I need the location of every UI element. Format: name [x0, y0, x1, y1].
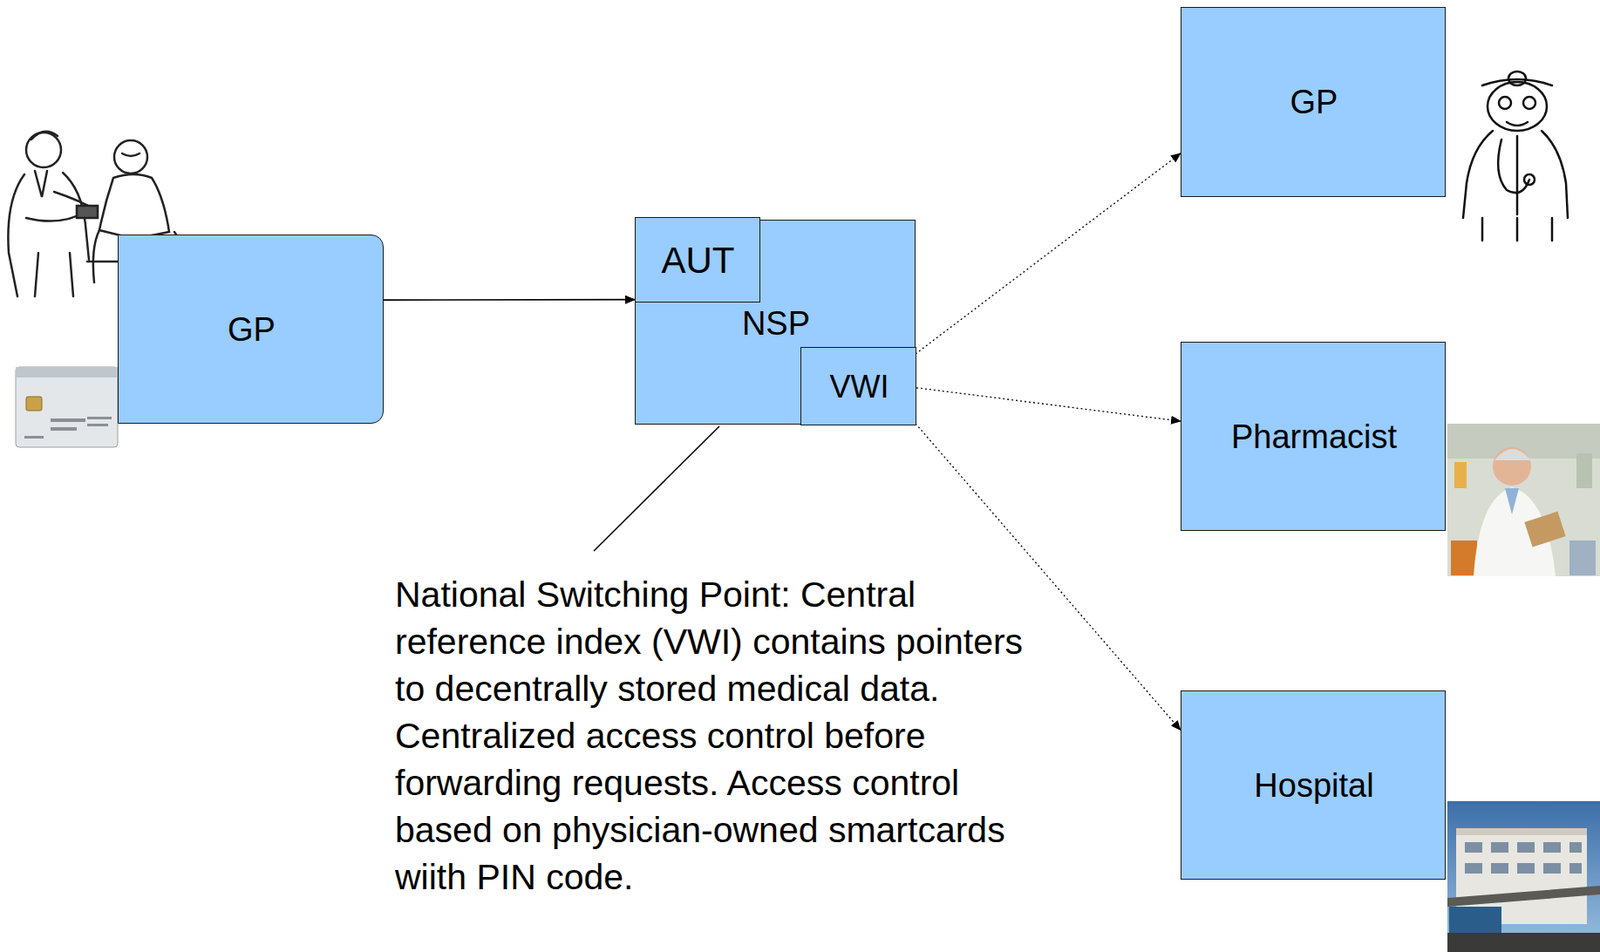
pharmacist-photo-part [1492, 447, 1532, 486]
doctor-cartoon-part [1482, 217, 1553, 241]
pharmacist-photo-part [1450, 540, 1478, 576]
doctor-cartoon [1447, 45, 1570, 246]
consultation-sketch-part [99, 174, 170, 239]
pharmacist-photo-part [1454, 462, 1467, 489]
doctor-cartoon-part [1541, 130, 1568, 218]
gp-box: GP [1180, 6, 1446, 198]
doctor-cartoon-part [1463, 130, 1493, 218]
doctor-cartoon-part [1506, 122, 1528, 126]
hospital-photo-part [1517, 863, 1535, 874]
switching-point-box: NSPAUT VWI [634, 219, 916, 425]
consultation-sketch-part [31, 131, 58, 140]
hospital-photo-part [1447, 932, 1600, 952]
box-label: Pharmacist [1231, 418, 1397, 457]
hospital-photo-part [1569, 842, 1582, 853]
hospital-photo-part [1456, 828, 1587, 836]
doctor-cartoon-part [1523, 96, 1536, 109]
gp-box: GP [117, 234, 384, 424]
hospital-photo-part [1464, 842, 1483, 853]
pharmacist-photo-part [1504, 488, 1519, 515]
box-label: NSP [742, 305, 811, 344]
pharmacist-photo-part [1524, 511, 1566, 548]
pharmacist-photo-part [1569, 540, 1596, 576]
smartcard-photo-part [15, 367, 118, 378]
doctor-cartoon-part [1497, 139, 1530, 193]
pharmacist-photo-part [1576, 453, 1593, 489]
auth-box: AUT [634, 217, 761, 303]
pharmacist-photo [1447, 423, 1600, 577]
box-label: GP [227, 311, 276, 350]
hospital-box: Hospital [1180, 690, 1446, 880]
dotted-arrow [915, 423, 1181, 731]
smartcard-photo-part [87, 416, 112, 420]
consultation-sketch-part [26, 132, 62, 168]
smartcard-photo-part [50, 418, 86, 423]
doctor-cartoon-part [1498, 96, 1512, 109]
index-box: VWI [800, 347, 917, 426]
smartcard-photo-part [50, 427, 77, 431]
pharmacist-box: Pharmacist [1180, 341, 1446, 532]
box-label: AUT [661, 239, 736, 282]
pharmacist-photo-part [1494, 449, 1532, 461]
hospital-photo-part [1569, 863, 1582, 874]
consultation-sketch-part [122, 153, 140, 157]
hospital-photo-part [1447, 885, 1600, 907]
hospital-photo [1447, 801, 1600, 952]
smartcard-photo-part [15, 367, 118, 448]
hospital-photo-part [1517, 842, 1535, 853]
doctor-cartoon-part [1516, 136, 1519, 215]
consultation-sketch-part [34, 170, 48, 198]
pharmacist-photo-part [1447, 423, 1600, 577]
smartcard-photo-part [26, 396, 42, 411]
consultation-sketch-part [34, 252, 74, 297]
box-label: GP [1290, 83, 1339, 123]
smartcard-photo-part [24, 435, 44, 439]
consultation-sketch-part [76, 205, 98, 218]
dotted-arrow [915, 153, 1181, 355]
hospital-photo-part [1543, 863, 1561, 874]
doctor-cartoon-part [1524, 174, 1535, 185]
hospital-photo-part [1491, 863, 1509, 874]
doctor-cartoon-part [1487, 81, 1547, 131]
hospital-photo-part [1543, 842, 1561, 853]
dotted-arrow [916, 388, 1181, 422]
smartcard-photo-part [87, 423, 109, 427]
leader-line [593, 426, 720, 552]
hospital-photo-part [1464, 842, 1582, 874]
hospital-photo-part [1464, 863, 1483, 874]
note-text: National Switching Point: Central refere… [394, 571, 1045, 901]
hospital-photo-part [1447, 801, 1600, 952]
smartcard-photo [15, 367, 118, 448]
hospital-photo-part [1491, 842, 1509, 853]
doctor-cartoon-part [1447, 45, 1570, 246]
box-label: VWI [830, 368, 890, 405]
request-arrow [383, 299, 635, 301]
consultation-sketch-part [114, 140, 148, 174]
box-label: Hospital [1253, 767, 1374, 806]
consultation-sketch-part [7, 174, 25, 297]
